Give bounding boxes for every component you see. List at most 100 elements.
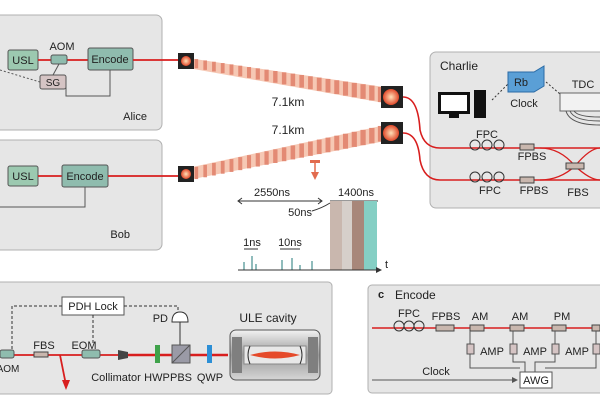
monitor-screen [441,95,467,111]
bob-encode-label: Encode [66,171,103,183]
beam-stripe [342,81,349,96]
laser-down-arrow [62,380,70,390]
beam-stripe [246,67,252,78]
amp-to-awg-wires [469,354,597,372]
beam-stripe [316,77,322,91]
alice-sg-label: SG [46,78,61,89]
alice-sg-wire [52,63,60,76]
beam-bottom-stripes [194,125,384,180]
beam-stripe [351,131,357,147]
beam-stripe [290,145,296,160]
cavity-flange-left [232,337,242,373]
hwp-plate [155,345,160,363]
beam-stripe [220,160,225,174]
time-axis-arrow [376,267,382,273]
fpbs-bottom-label: FPBS [520,185,549,197]
alice-aom-box [50,54,68,65]
laser-aom-box [0,349,15,359]
encode-fpbs-box [435,324,455,332]
am2-label: AM [512,311,529,323]
beam-stripe [203,164,207,178]
pd-label: PD [153,313,168,325]
beam-top-left-ball [181,56,191,66]
amp1-label: AMP [480,346,504,358]
am1-label: AM [472,311,489,323]
t-2550-arrows [237,197,323,205]
beam-stripe [255,68,260,80]
rb-label: Rb [514,77,528,89]
beam-stripe [308,76,313,90]
beam-stripe [377,86,384,103]
laser-fbs-label: FBS [33,340,54,352]
collimator-icon [118,350,128,360]
bob-name: Bob [110,229,130,241]
cavity-mode [250,351,300,359]
beam-stripe [377,125,384,142]
beam-stripe [212,162,216,176]
t-50-label: 50ns [288,207,312,219]
fpbs-top-label: FPBS [518,151,547,163]
amp1-box [466,343,475,355]
fpc-top-label: FPC [476,129,498,141]
alice-usl-label: USL [12,55,33,67]
amp2-label: AMP [523,346,547,358]
beam-stripe [316,139,322,155]
rb-clock-icon [507,65,545,93]
pd-icon [171,311,189,323]
bob-usl-label: USL [12,171,33,183]
beam-stripe [264,151,269,165]
beam-top-stripes [194,59,384,103]
collimator-label: Collimator [91,372,141,384]
beam-stripe [342,133,349,149]
alice-clock-dashed [0,69,41,83]
qwp-plate [207,345,212,363]
encode-panel-title: Encode [395,288,436,302]
beam-stripe [299,143,304,158]
beam-stripe [255,153,260,167]
monitor-stand [449,114,459,118]
beam-stripe [194,166,199,180]
fpc-top-loops [469,139,505,151]
encode-fpc-loops [393,320,425,332]
beam-stripe [238,157,243,171]
pm-label: PM [554,311,571,323]
beam-stripe [203,60,207,70]
top-distance-label: 7.1km [272,95,305,109]
t-1ns-label: 1ns [243,237,261,249]
pdh-lock-label: PDH Lock [68,301,118,313]
hwp-label: HWP [144,372,170,384]
charlie-fiber-bottom [402,132,600,181]
encode-fpc-label: FPC [398,308,420,320]
beam-stripe [273,71,278,83]
cavity-mirror-left [247,345,251,365]
rb-to-tdc-link [545,81,561,95]
beam-stripe [246,155,252,169]
time-axis-label: t [385,259,388,271]
beam-stripe [360,129,366,146]
beam-stripe [220,63,225,74]
beam-stripe [334,80,340,95]
pbs-label: PBS [170,372,192,384]
encode-clock-label: Clock [422,366,450,378]
tdc-box [559,92,600,112]
alice-sg-to-encode [65,70,111,97]
laser-eom-box [81,349,101,359]
computer-tower-icon [474,90,486,118]
encode-panel-bg [367,284,600,394]
alice-encode-label: Encode [91,54,128,66]
fpc-bottom-label: FPC [479,185,501,197]
amp4-box [592,343,600,355]
beam-stripe [194,59,199,69]
pulse-spikes [243,256,313,270]
beam-stripe [334,135,340,151]
beam-stripe [273,149,278,163]
beam-bottom-left-ball [181,169,191,179]
ule-cavity-label: ULE cavity [239,311,296,325]
pulse-teal [364,201,377,270]
t-2550-label: 2550ns [254,187,291,199]
beam-stripe [351,82,357,98]
pulse-tan-2 [342,201,352,270]
fpc-bottom-loops [469,171,505,183]
amp2-box [509,343,518,355]
